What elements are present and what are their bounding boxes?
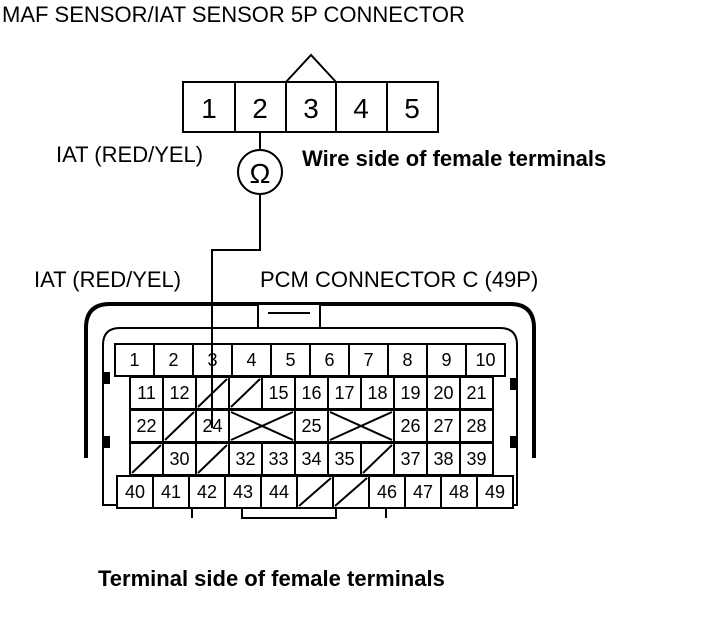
pcm-pin-34: 34 [301, 449, 321, 469]
pcm-pin-11: 11 [137, 383, 156, 403]
pcm-left-latch-top [104, 372, 110, 384]
ohm-symbol: Ω [250, 158, 271, 189]
pcm-pin-grid: 1 2 3 4 5 6 7 8 9 10 11 12 15 16 17 18 [114, 343, 514, 509]
pcm-pin-40: 40 [125, 482, 145, 502]
maf-pin-2: 2 [252, 93, 268, 124]
pcm-pin-30: 30 [169, 449, 189, 469]
pcm-pin-33: 33 [268, 449, 288, 469]
maf-5p-connector: 1 2 3 4 5 [182, 53, 439, 133]
pcm-pin-20: 20 [433, 383, 453, 403]
maf-pin-5: 5 [404, 93, 420, 124]
pcm-pin-19: 19 [400, 383, 420, 403]
pcm-pin-1: 1 [129, 350, 139, 370]
maf-pin-4: 4 [353, 93, 369, 124]
pcm-inner-body [102, 327, 518, 506]
pcm-pin-7: 7 [363, 350, 373, 370]
maf-connector-body [182, 81, 439, 133]
pcm-pin-42: 42 [197, 482, 217, 502]
pcm-pin-43: 43 [233, 482, 253, 502]
pcm-pin-49: 49 [485, 482, 505, 502]
iat-wire-label-mid: IAT (RED/YEL) [34, 267, 181, 292]
pcm-pin-47: 47 [413, 482, 433, 502]
pcm-pin-28: 28 [466, 416, 486, 436]
pcm-pin-44: 44 [269, 482, 289, 502]
pcm-connector-title: PCM CONNECTOR C (49P) [260, 267, 538, 292]
pcm-pin-12: 12 [169, 383, 189, 403]
pcm-right-latch-bottom [510, 436, 516, 448]
pcm-pin-18: 18 [367, 383, 387, 403]
pcm-left-latch-bottom [104, 436, 110, 448]
maf-connector-lock-tab [285, 53, 337, 83]
terminal-side-label: Terminal side of female terminals [98, 566, 445, 591]
pcm-pin-4: 4 [246, 350, 256, 370]
pcm-lock-tab [257, 303, 321, 329]
pcm-pin-26: 26 [400, 416, 420, 436]
pcm-pin-9: 9 [441, 350, 451, 370]
pcm-pin-15: 15 [268, 383, 288, 403]
iat-wire-label-top: IAT (RED/YEL) [56, 142, 203, 167]
pcm-pin-39: 39 [466, 449, 486, 469]
pcm-pin-10: 10 [475, 350, 495, 370]
maf-pin-3: 3 [303, 93, 319, 124]
pcm-pin-5: 5 [285, 350, 295, 370]
pcm-pin-8: 8 [402, 350, 412, 370]
pcm-pin-17: 17 [334, 383, 354, 403]
pcm-right-latch-top [510, 378, 516, 390]
pcm-pin-25: 25 [301, 416, 321, 436]
pcm-pin-35: 35 [334, 449, 354, 469]
pcm-pin-21: 21 [466, 383, 486, 403]
probe-lead-bottom [211, 194, 261, 428]
pcm-pin-2: 2 [168, 350, 178, 370]
pcm-pin-41: 41 [161, 482, 181, 502]
maf-pin-1: 1 [201, 93, 217, 124]
pcm-pin-16: 16 [301, 383, 321, 403]
pcm-pin-32: 32 [235, 449, 255, 469]
ohmmeter-probe: Ω [211, 132, 283, 428]
pcm-pin-22: 22 [136, 416, 156, 436]
pcm-pin-46: 46 [377, 482, 397, 502]
pcm-pin-27: 27 [433, 416, 453, 436]
pcm-pin-6: 6 [324, 350, 334, 370]
pcm-pin-37: 37 [400, 449, 420, 469]
wire-side-label: Wire side of female terminals [302, 146, 606, 171]
pcm-pin-38: 38 [433, 449, 453, 469]
maf-connector-title: MAF SENSOR/IAT SENSOR 5P CONNECTOR [2, 2, 465, 27]
pcm-pin-48: 48 [449, 482, 469, 502]
